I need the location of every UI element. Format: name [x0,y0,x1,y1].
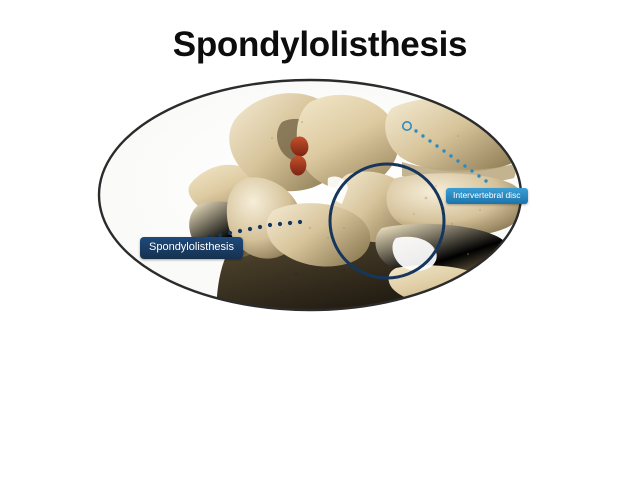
disc-marker-circle [401,120,412,131]
page-title: Spondylolisthesis [172,25,468,64]
shadow-speckles [280,268,367,305]
callout-spondylolisthesis: Spondylolisthesis [140,237,243,259]
nerve-root-detail [290,136,309,157]
facet-joint-block [266,203,371,267]
vertebra-slip-highlight [328,162,446,280]
callout-intervertebral-disc: Intervertebral disc [446,188,528,204]
nerve-root-detail-lower [289,155,307,176]
spine-anatomy-group [188,93,521,310]
leader-line-intervertebral-disc [401,120,488,183]
